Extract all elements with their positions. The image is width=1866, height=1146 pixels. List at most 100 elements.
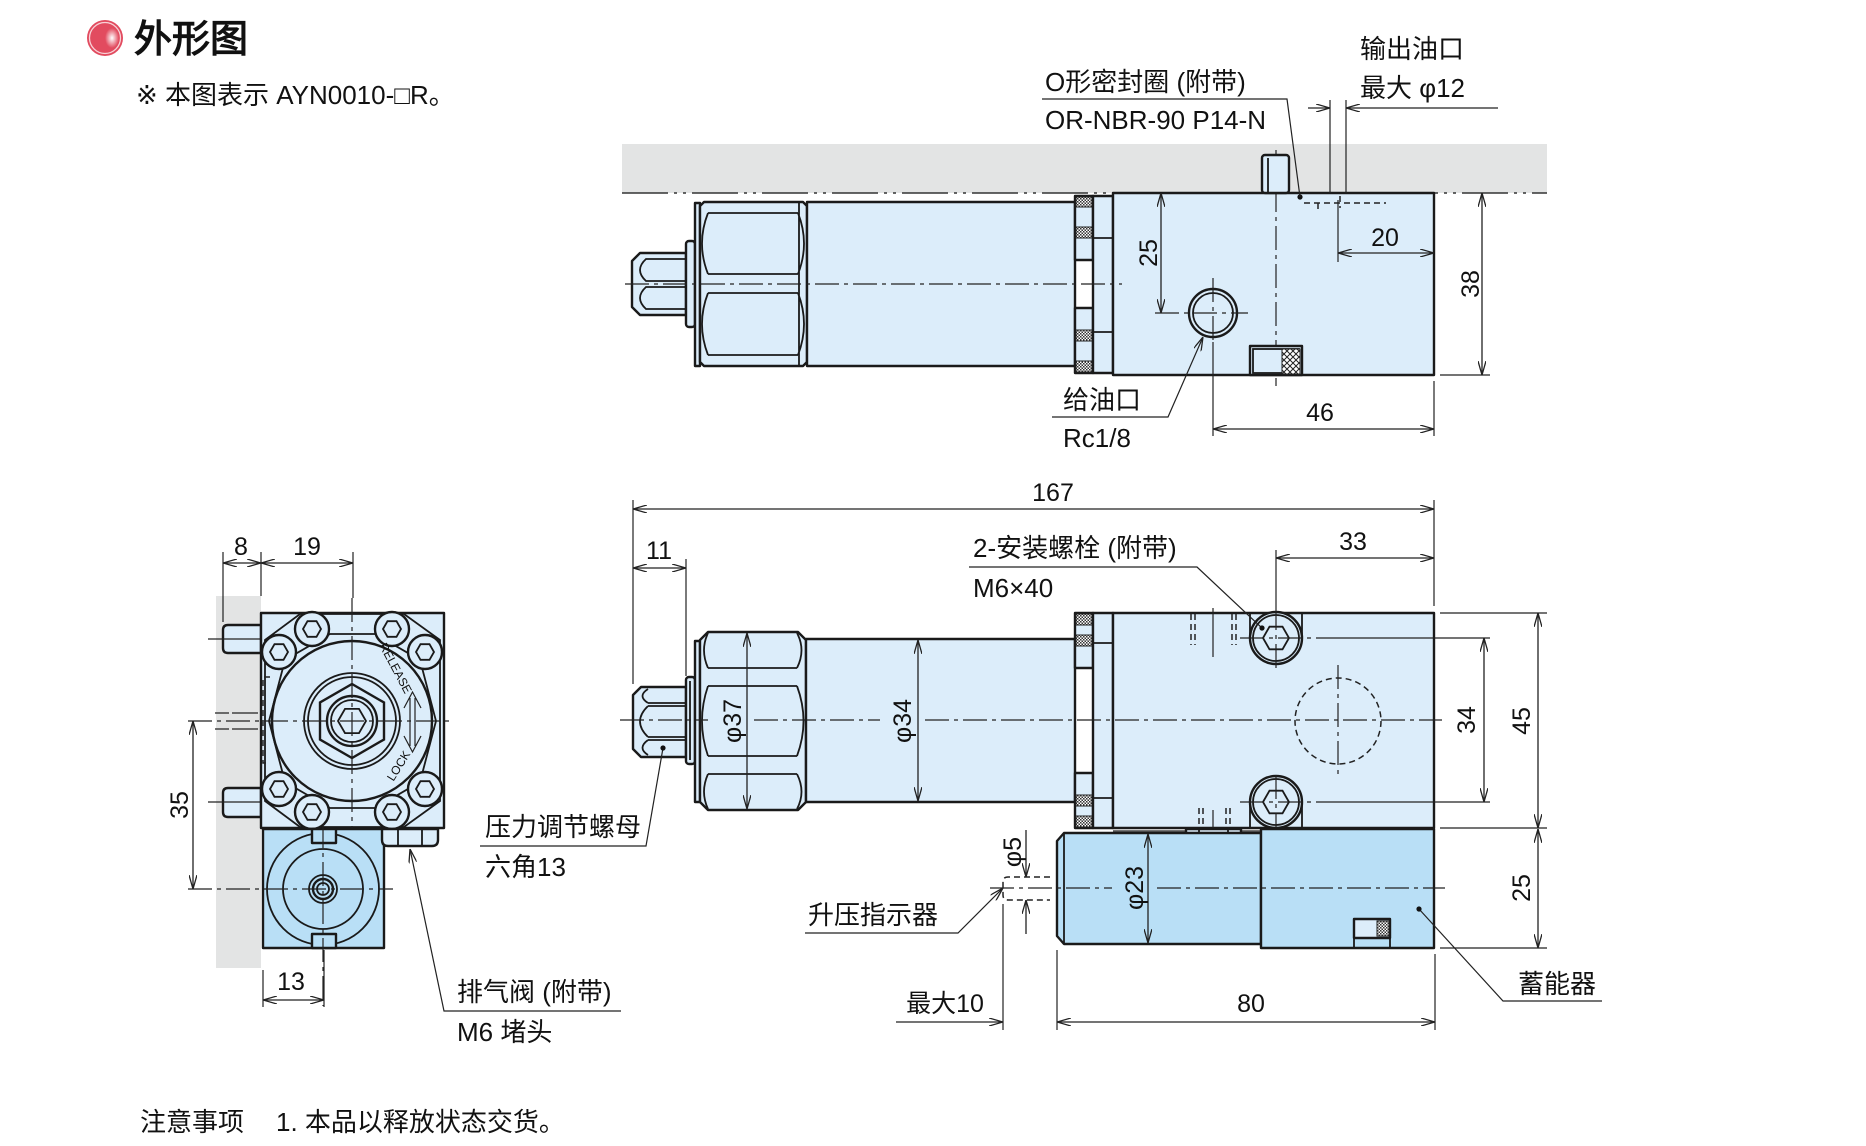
dim-overall-length: 167 [632, 479, 1435, 684]
flange-lines [1093, 237, 1113, 333]
dim-text: 25 [1135, 239, 1163, 267]
dim-text: 45 [1508, 707, 1536, 735]
bullet-ring [88, 21, 122, 55]
dim-text: 8 [234, 533, 248, 561]
bolt-extension-lines [1316, 637, 1490, 803]
callout-label: 压力调节螺母 [485, 812, 641, 842]
bolt-hex-icon [381, 620, 403, 638]
pressure-indicator-pin [1002, 876, 1050, 901]
dim-text: φ37 [719, 699, 747, 743]
dim-accumulator-length: 80 [1056, 950, 1436, 1030]
bolt-center-lines [1240, 606, 1312, 836]
bolt [373, 610, 411, 648]
callout-spec: 六角13 [485, 852, 566, 882]
dim-text: 25 [1508, 874, 1536, 902]
dim-block-height: 45 [1440, 612, 1547, 949]
knurl [1376, 920, 1390, 937]
knurl [1075, 329, 1093, 342]
knob-lobes [639, 688, 686, 756]
section-header: 外形图 ※ 本图表示 AYN0010-□R。 [87, 19, 455, 110]
dim-body-height: 38 [1440, 193, 1490, 376]
plug-flats [397, 829, 423, 846]
hex-socket-icon [336, 708, 368, 734]
callout-outlet-port: 输出油口 最大 φ12 [1308, 34, 1498, 108]
dim-pin-length: 8 [222, 533, 354, 622]
knob-lobes [639, 258, 686, 310]
callout-label: 输出油口 [1360, 34, 1464, 64]
callout-inlet-port: 给油口 Rc1/8 [1052, 337, 1203, 453]
leader-line [1418, 908, 1602, 1002]
knurl [1075, 794, 1093, 807]
dim-text: 46 [1306, 399, 1334, 427]
dim-knob-length: 11 [633, 537, 687, 676]
flange-lines [1093, 642, 1113, 799]
dim-accumulator-height: 25 [1508, 829, 1538, 948]
callout-spec: Rc1/8 [1063, 423, 1131, 453]
callout-label: O形密封圈 (附带) [1045, 67, 1246, 97]
callout-spec: 最大 φ12 [1360, 73, 1465, 103]
knurl [1075, 226, 1093, 239]
dim-text: 167 [1032, 479, 1074, 507]
knurl [1075, 815, 1093, 828]
adjust-knob [631, 685, 688, 759]
exhaust-valve-plug [380, 827, 440, 848]
front-view: 167 11 33 φ37 φ34 34 45 [480, 479, 1602, 1030]
bolt-hex-icon [268, 643, 290, 661]
dim-text: φ34 [889, 699, 917, 743]
leader-line [1052, 337, 1203, 418]
dim-accumulator-offset: 13 [262, 950, 325, 1007]
plug-hatch [1281, 348, 1301, 375]
bolt [406, 770, 444, 808]
bullet-highlight [105, 28, 119, 48]
mounting-surface [622, 144, 1547, 193]
knurl [1075, 196, 1093, 208]
dim-text: 20 [1371, 224, 1399, 252]
inlet-center-lines [1155, 278, 1248, 345]
dim-cylinder-dia: φ34 [889, 640, 918, 801]
side-view: RELEASE LOCK 8 19 35 1 [166, 533, 621, 1047]
bolt-hex-icon [301, 620, 323, 638]
top-view: 25 20 38 46 O形密封圈 (附带) OR-NBR-90 P14-N 输… [622, 34, 1547, 453]
accumulator-center-line [188, 824, 393, 1006]
note-item: 1. 本品以释放状态交货。 [276, 1107, 565, 1137]
bolt-hex-icon [414, 780, 436, 798]
knurl [1075, 360, 1093, 373]
leader-line [969, 566, 1263, 629]
bolt [260, 770, 298, 808]
dim-indicator-dia: φ5 [999, 830, 1027, 934]
bolt [293, 793, 331, 831]
release-lock-arrow-icon [403, 690, 422, 754]
callout-label: 2-安装螺栓 (附带) [973, 533, 1177, 563]
leader-dot [1416, 906, 1422, 912]
dim-text: φ5 [999, 837, 1027, 867]
dim-center-offset: 19 [261, 533, 353, 563]
notes-heading: 注意事项 [140, 1107, 244, 1137]
plug-lines [1353, 938, 1391, 948]
figure-note: ※ 本图表示 AYN0010-□R。 [136, 80, 455, 110]
leader-line [1042, 98, 1301, 198]
dim-center-distance: 35 [166, 721, 194, 889]
mounting-surface [216, 596, 261, 968]
dim-bolt-to-end: 33 [1275, 528, 1434, 606]
callout-spec: M6 堵头 [457, 1017, 552, 1047]
outlet-hidden-lines [215, 712, 261, 730]
callout-accumulator: 蓄能器 [1416, 906, 1602, 1002]
accumulator-tab [310, 827, 338, 845]
bolt [260, 633, 298, 671]
bolt-hex-icon [414, 643, 436, 661]
bolt-hex-icon [381, 803, 403, 821]
leader-dot [1259, 625, 1265, 631]
extension-lines [1440, 612, 1547, 949]
dim-text: 13 [277, 968, 305, 996]
callout-label: 蓄能器 [1518, 969, 1596, 999]
counterbore-lines [1249, 613, 1303, 828]
bolt [293, 610, 331, 648]
bolt-hex-icon [301, 803, 323, 821]
callout-exhaust-valve: 排气阀 (附带) M6 堵头 [410, 849, 621, 1047]
callout-o-ring: O形密封圈 (附带) OR-NBR-90 P14-N [1042, 67, 1301, 198]
dim-text: 19 [293, 533, 321, 561]
dim-nut-dia: φ37 [719, 633, 747, 809]
outlet-extension-lines [1329, 100, 1347, 193]
extension-lines [1212, 342, 1435, 436]
